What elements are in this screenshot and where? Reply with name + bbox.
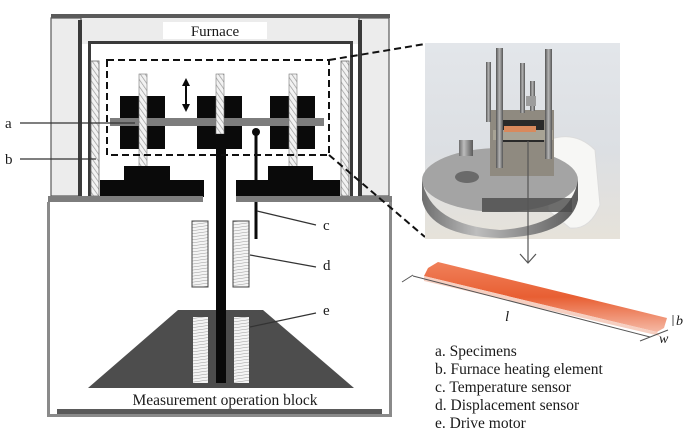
furnace-left-insulation xyxy=(50,17,82,197)
legend: a. Specimens b. Furnace heating element … xyxy=(435,343,603,433)
specimen-strip xyxy=(424,262,667,332)
drive-motor-coil-left xyxy=(193,317,208,383)
apparatus-photo xyxy=(422,43,620,264)
threaded-rod-center xyxy=(215,73,225,135)
displacement-sensor-right xyxy=(232,220,250,288)
length-dimension-line xyxy=(412,275,651,338)
furnace-right-insulation xyxy=(358,17,390,197)
threaded-rod-left xyxy=(138,73,148,168)
length-label: l xyxy=(505,309,509,325)
furnace-label: Furnace xyxy=(191,24,240,40)
callout-e: e xyxy=(323,303,330,319)
detail-region-box xyxy=(106,59,330,156)
threaded-rod-right xyxy=(288,73,298,168)
callouts: a b c d e xyxy=(5,116,331,328)
heating-element-right xyxy=(340,60,350,197)
callout-b: b xyxy=(5,152,13,168)
furnace: Furnace xyxy=(48,14,392,382)
width-dimension-line xyxy=(639,329,669,342)
furnace-base-left xyxy=(48,196,203,202)
support-left xyxy=(100,166,204,197)
legend-item-displacement-sensor: d. Displacement sensor xyxy=(435,397,580,414)
vertical-motion-arrow-icon xyxy=(182,78,190,112)
furnace-left-wall xyxy=(78,20,82,196)
callout-d: d xyxy=(323,258,331,274)
furnace-base-right xyxy=(236,196,392,202)
photo-specimen xyxy=(504,126,536,132)
chamber-left-wall xyxy=(88,41,91,196)
width-label: w xyxy=(659,332,669,347)
callout-line-d xyxy=(249,254,317,268)
callout-a: a xyxy=(5,116,12,132)
block-base-plate xyxy=(57,409,382,414)
drive-motor-coil-right xyxy=(234,317,249,383)
heating-element-left xyxy=(90,60,100,197)
zoom-line-bottom xyxy=(328,154,426,238)
legend-item-temperature-sensor: c. Temperature sensor xyxy=(435,379,571,396)
support-right xyxy=(236,166,340,197)
specimen-illustration: l w b xyxy=(401,262,683,347)
measurement-block: Measurement operation block xyxy=(47,202,392,417)
furnace-top-wall xyxy=(51,14,390,18)
thickness-label: b xyxy=(676,314,683,329)
drive-shaft xyxy=(216,134,226,382)
callout-line-c xyxy=(256,210,317,226)
chamber-right-wall xyxy=(350,41,353,196)
block-label: Measurement operation block xyxy=(132,392,317,409)
displacement-sensor-left xyxy=(191,220,209,288)
legend-item-specimens: a. Specimens xyxy=(435,343,517,360)
furnace-right-wall xyxy=(358,20,362,196)
legend-item-drive-motor: e. Drive motor xyxy=(435,415,526,432)
callout-line-e xyxy=(249,312,317,328)
legend-item-heating-element: b. Furnace heating element xyxy=(435,361,603,378)
down-arrow-icon xyxy=(519,253,537,264)
zoom-line-top xyxy=(328,43,426,61)
callout-c: c xyxy=(323,218,330,234)
chamber-top-wall xyxy=(88,41,353,44)
